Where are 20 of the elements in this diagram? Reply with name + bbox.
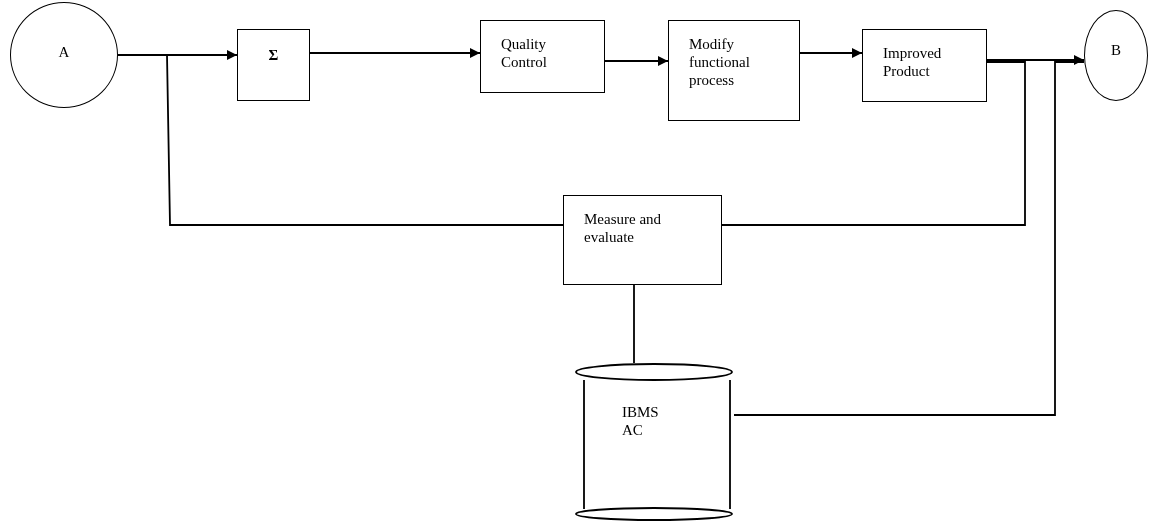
connector-line [633, 284, 635, 364]
arrow [986, 55, 1085, 65]
node-label: Σ [268, 46, 279, 64]
node-label: Improved Product [883, 44, 943, 80]
node-label: B [1111, 41, 1121, 59]
connector-line [721, 61, 1026, 226]
arrow [309, 48, 481, 58]
node-label: Modify functional process [689, 35, 751, 89]
node-label: Quality Control [501, 35, 548, 71]
process-box [862, 29, 987, 102]
arrow [604, 56, 669, 66]
node-label: IBMS AC [622, 403, 660, 439]
node-label: A [58, 43, 70, 61]
node-label: Measure and evaluate [584, 210, 663, 246]
arrow [799, 48, 863, 58]
process-box [563, 195, 722, 285]
connector-line [733, 61, 1085, 416]
process-box [237, 29, 310, 101]
process-box [480, 20, 605, 93]
process-box [668, 20, 800, 121]
